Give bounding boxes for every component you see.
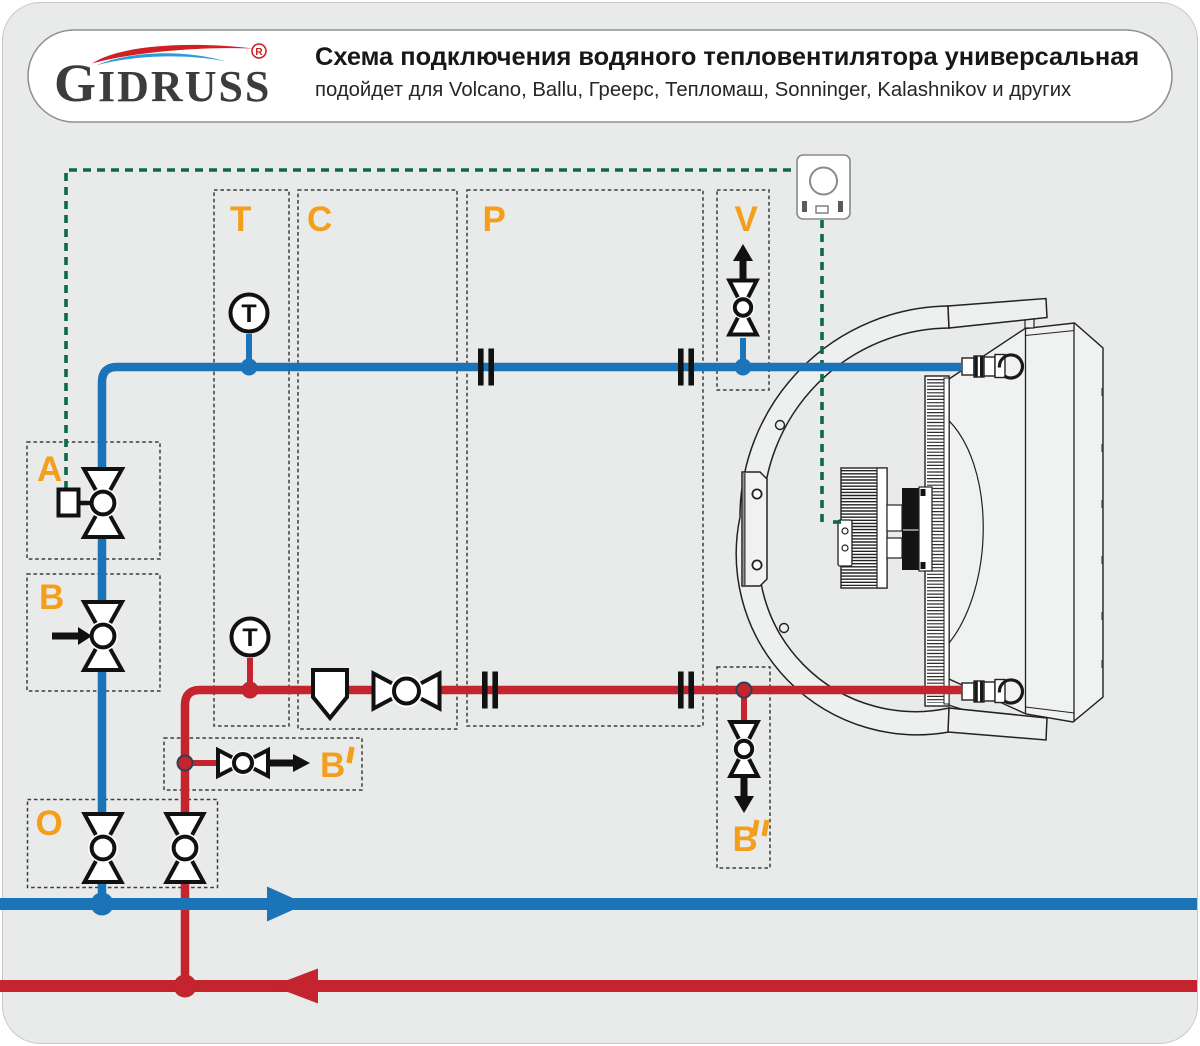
svg-text:R: R: [255, 47, 263, 58]
svg-text:C: C: [307, 200, 332, 239]
svg-text:A: A: [37, 450, 62, 489]
svg-text:T: T: [241, 300, 256, 328]
svg-text:P: P: [483, 200, 506, 239]
svg-text:O: O: [36, 804, 63, 843]
svg-text:B: B: [39, 578, 64, 617]
svg-text:подойдет для Volcano, Ballu, Г: подойдет для Volcano, Ballu, Греерс, Теп…: [315, 79, 1071, 101]
svg-text:T: T: [242, 624, 257, 652]
svg-text:T: T: [230, 200, 251, 239]
svg-text:Схема подключения водяного теп: Схема подключения водяного тепловентилят…: [315, 43, 1139, 71]
svg-text:GIDRUSS: GIDRUSS: [54, 53, 271, 113]
svg-text:B: B: [320, 746, 345, 785]
svg-text:V: V: [735, 200, 759, 239]
